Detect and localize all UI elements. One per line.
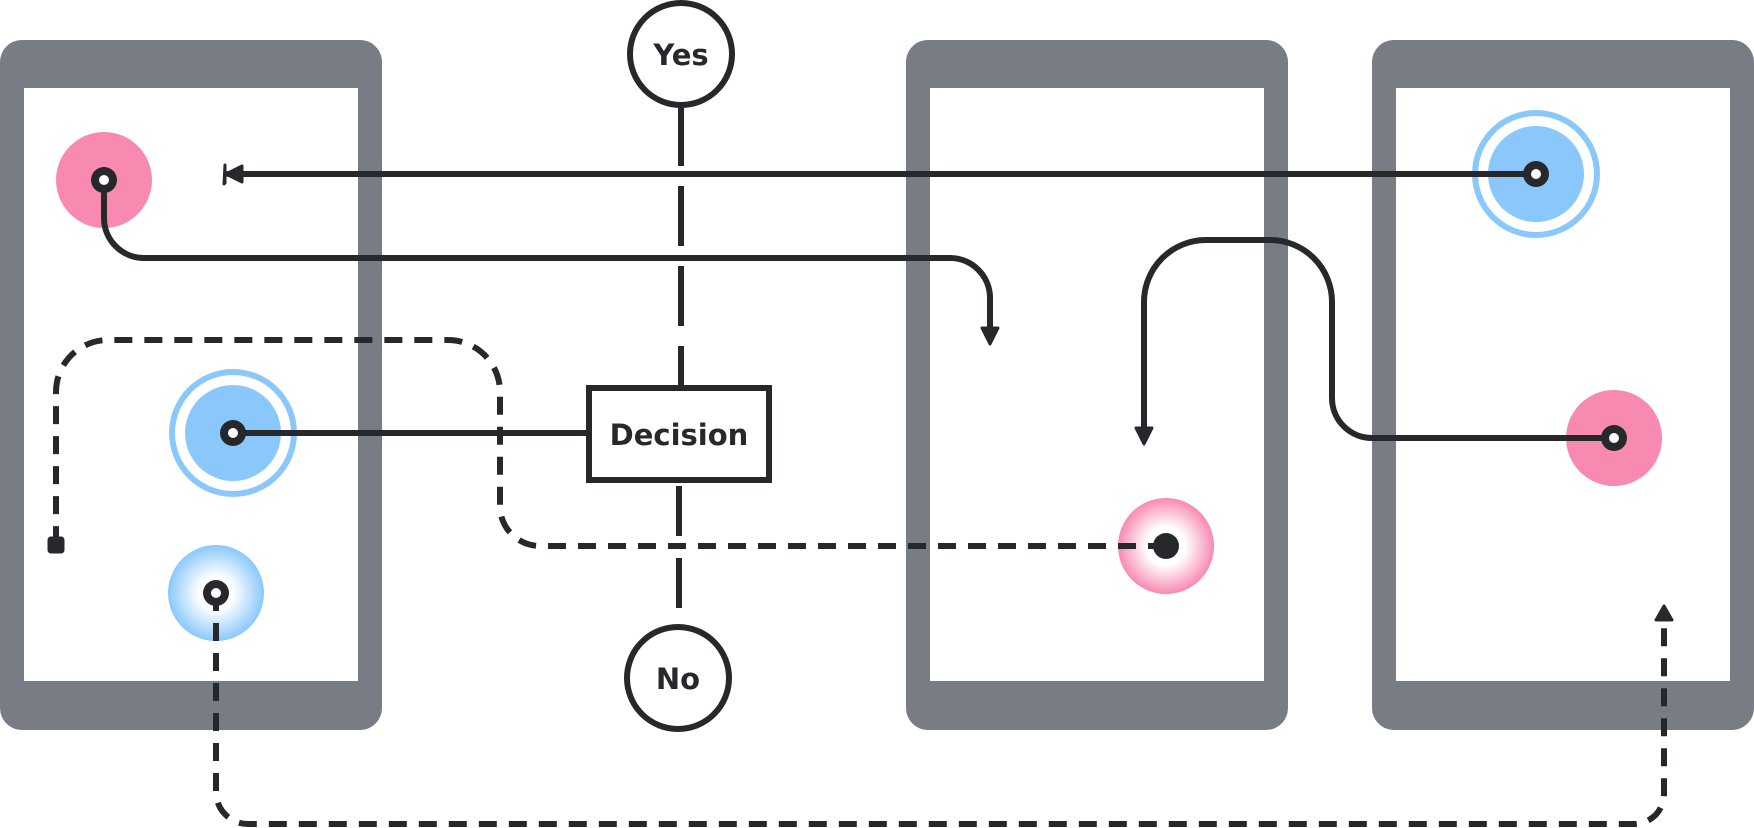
connector-top-left-to-middle <box>101 177 993 339</box>
yes-label: Yes <box>652 38 708 72</box>
connector-middle-pink-to-left-dashed <box>53 337 1166 549</box>
decision-box: Decision <box>586 385 772 483</box>
arrowhead-down-middle-left <box>980 326 1000 346</box>
endpoint-dots <box>91 161 1627 606</box>
no-terminal: No <box>624 624 732 732</box>
arrowhead-left-tip <box>224 164 244 184</box>
arrowhead-down-middle-right <box>1134 426 1154 446</box>
arrow-end-square-left <box>47 536 65 554</box>
arrowhead-left <box>222 163 227 186</box>
decision-label: Decision <box>610 418 749 452</box>
yes-terminal: Yes <box>627 0 735 108</box>
device-frame-right <box>1372 40 1754 730</box>
device-frame-middle <box>906 40 1288 730</box>
arrowhead-up-right <box>1654 604 1674 622</box>
connector-right-pink-to-middle <box>1141 237 1617 441</box>
connector-blue-soft-to-right-dashed <box>213 593 1667 827</box>
no-label: No <box>656 662 700 696</box>
